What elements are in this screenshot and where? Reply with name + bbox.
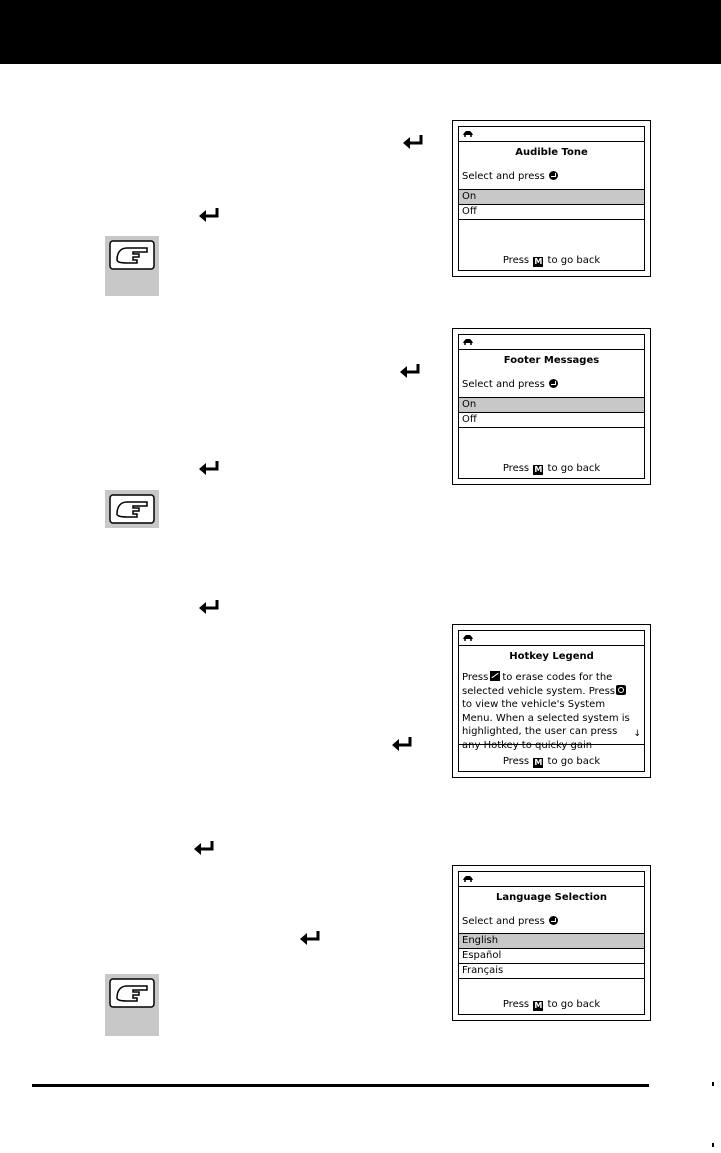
screen-divider bbox=[459, 886, 644, 887]
enter-key-icon bbox=[548, 171, 558, 180]
car-icon bbox=[463, 339, 473, 345]
enter-arrow-icon bbox=[400, 364, 420, 378]
screen-footer: Press M to go back bbox=[502, 999, 601, 1011]
enter-arrow-icon bbox=[392, 737, 412, 751]
note-icon bbox=[105, 490, 159, 528]
option-divider bbox=[459, 219, 644, 220]
option-off[interactable]: Off bbox=[462, 206, 477, 217]
screen-prompt: Select and press bbox=[462, 916, 558, 927]
screen-prompt: Select and press bbox=[462, 171, 558, 182]
screen-title: Audible Tone bbox=[515, 147, 588, 158]
screen-divider bbox=[459, 349, 644, 350]
scroll-down-icon[interactable]: ↓ bbox=[633, 729, 641, 739]
screen-footer: Press M to go back bbox=[502, 463, 601, 475]
screen-divider bbox=[459, 141, 644, 142]
screen-divider bbox=[459, 189, 644, 190]
menu-key-icon: M bbox=[533, 1001, 544, 1011]
option-francais[interactable]: Français bbox=[462, 965, 504, 976]
edge-mark bbox=[712, 1082, 714, 1086]
menu-key-icon: M bbox=[533, 465, 544, 475]
car-icon bbox=[463, 635, 473, 641]
enter-arrow-icon bbox=[194, 841, 214, 855]
option-on[interactable]: On bbox=[459, 190, 644, 204]
language-selection-screen: Language Selection Select and press Engl… bbox=[452, 865, 651, 1021]
enter-key-icon bbox=[548, 916, 558, 925]
car-icon bbox=[463, 131, 473, 137]
system-menu-icon bbox=[616, 684, 627, 695]
option-divider bbox=[459, 963, 644, 964]
option-divider bbox=[459, 427, 644, 428]
screen-title: Language Selection bbox=[495, 892, 607, 903]
page-header-bar bbox=[0, 0, 721, 64]
option-divider bbox=[459, 412, 644, 413]
option-espanol[interactable]: Español bbox=[462, 950, 502, 961]
screen-title: Footer Messages bbox=[503, 355, 600, 366]
car-icon bbox=[463, 876, 473, 882]
screen-divider bbox=[459, 397, 644, 398]
edge-mark bbox=[712, 1143, 714, 1147]
option-divider bbox=[459, 978, 644, 979]
option-on[interactable]: On bbox=[459, 398, 644, 412]
audible-tone-screen: Audible Tone Select and press On Off Pre… bbox=[452, 120, 651, 277]
screen-footer: Press M to go back bbox=[502, 756, 601, 768]
screen-footer: Press M to go back bbox=[502, 255, 601, 267]
screen-title: Hotkey Legend bbox=[509, 651, 594, 662]
footer-rule bbox=[32, 1084, 649, 1087]
screen-divider bbox=[459, 645, 644, 646]
screen-divider bbox=[459, 933, 644, 934]
option-divider bbox=[459, 204, 644, 205]
screen-prompt: Select and press bbox=[462, 379, 558, 390]
enter-arrow-icon bbox=[403, 135, 423, 149]
note-icon bbox=[105, 236, 159, 296]
erase-icon bbox=[490, 671, 501, 681]
enter-arrow-icon bbox=[199, 600, 219, 614]
enter-arrow-icon bbox=[300, 931, 320, 945]
enter-arrow-icon bbox=[199, 461, 219, 475]
option-divider bbox=[459, 948, 644, 949]
enter-key-icon bbox=[548, 379, 558, 388]
note-icon bbox=[105, 974, 159, 1036]
option-english[interactable]: English bbox=[459, 934, 644, 948]
option-off[interactable]: Off bbox=[462, 414, 477, 425]
menu-key-icon: M bbox=[533, 758, 544, 768]
screen-divider bbox=[459, 744, 644, 745]
footer-messages-screen: Footer Messages Select and press On Off … bbox=[452, 328, 651, 485]
enter-arrow-icon bbox=[199, 208, 219, 222]
menu-key-icon: M bbox=[533, 257, 544, 267]
